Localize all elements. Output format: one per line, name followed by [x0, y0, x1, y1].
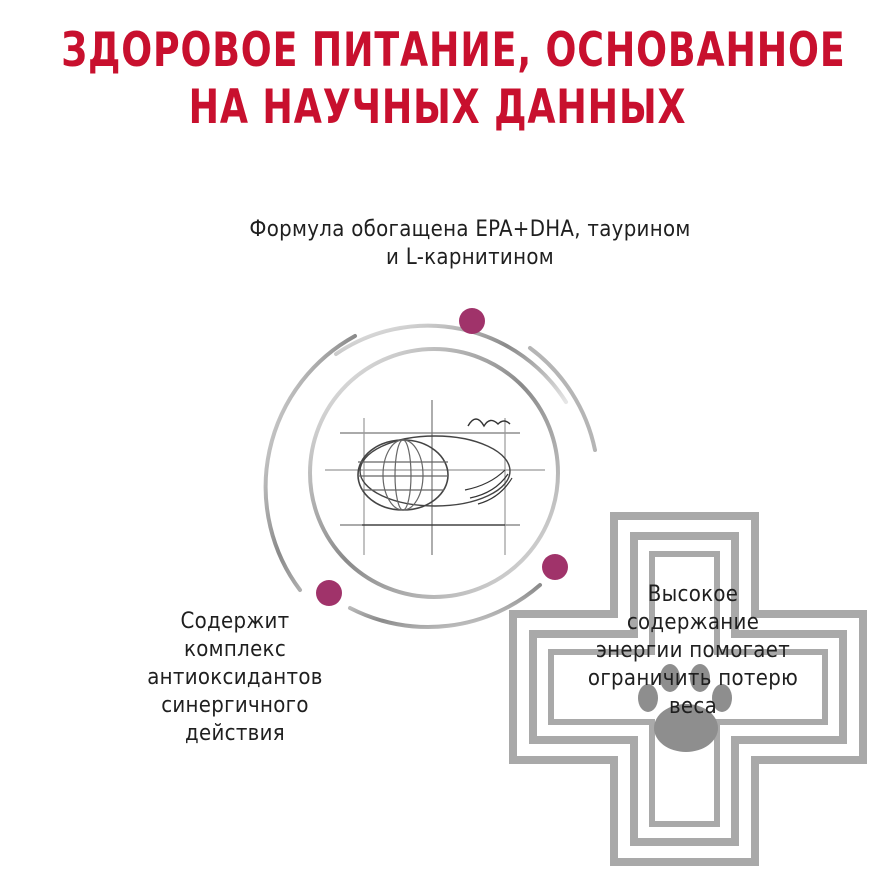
kibble-sketch-icon — [325, 400, 545, 555]
cross-inner-2 — [548, 551, 828, 827]
title-line-1: ЗДОРОВОЕ ПИТАНИЕ, ОСНОВАННОЕ — [61, 23, 846, 78]
benefit-left-line-2: комплекс — [183, 637, 286, 662]
benefit-right-line-5: веса — [668, 694, 718, 719]
outer-ring-arc-right — [528, 346, 597, 452]
paw-icon — [638, 664, 732, 752]
benefit-high-energy: Высокое содержание энергии помогает огра… — [558, 581, 828, 721]
benefit-omega-taurine: Формула обогащена EPA+DHA, таурином и L-… — [200, 216, 740, 272]
benefit-left-line-1: Содержит — [180, 609, 290, 634]
accent-dot-right — [542, 554, 568, 580]
benefit-left-line-3: антиоксидантов — [147, 665, 323, 690]
benefit-right-line-3: энергии помогает — [595, 638, 791, 663]
accent-dot-left — [316, 580, 342, 606]
benefit-top-line-2: и L-карнитином — [386, 245, 554, 270]
cross-inner — [529, 532, 847, 846]
accent-dot-top — [459, 308, 485, 334]
benefit-left-line-4: синергичного — [161, 693, 309, 718]
outer-ring-arc-left — [263, 334, 357, 592]
page-title: ЗДОРОВОЕ ПИТАНИЕ, ОСНОВАННОЕ НА НАУЧНЫХ … — [61, 22, 846, 136]
benefit-right-line-1: Высокое — [647, 582, 739, 607]
benefit-antioxidants: Содержит комплекс антиоксидантов синерги… — [120, 608, 350, 748]
outer-ring-arc-lower — [348, 583, 542, 629]
title-line-2: НА НАУЧНЫХ ДАННЫХ — [188, 80, 687, 135]
benefit-right-line-2: содержание — [626, 610, 760, 635]
benefit-top-line-1: Формула обогащена EPA+DHA, таурином — [249, 217, 691, 242]
cross-outer — [509, 512, 867, 866]
inner-ring — [308, 347, 560, 599]
outer-ring-arc-upper — [334, 323, 568, 404]
benefit-left-line-5: действия — [185, 721, 285, 746]
benefit-right-line-4: ограничить потерю — [587, 666, 799, 691]
